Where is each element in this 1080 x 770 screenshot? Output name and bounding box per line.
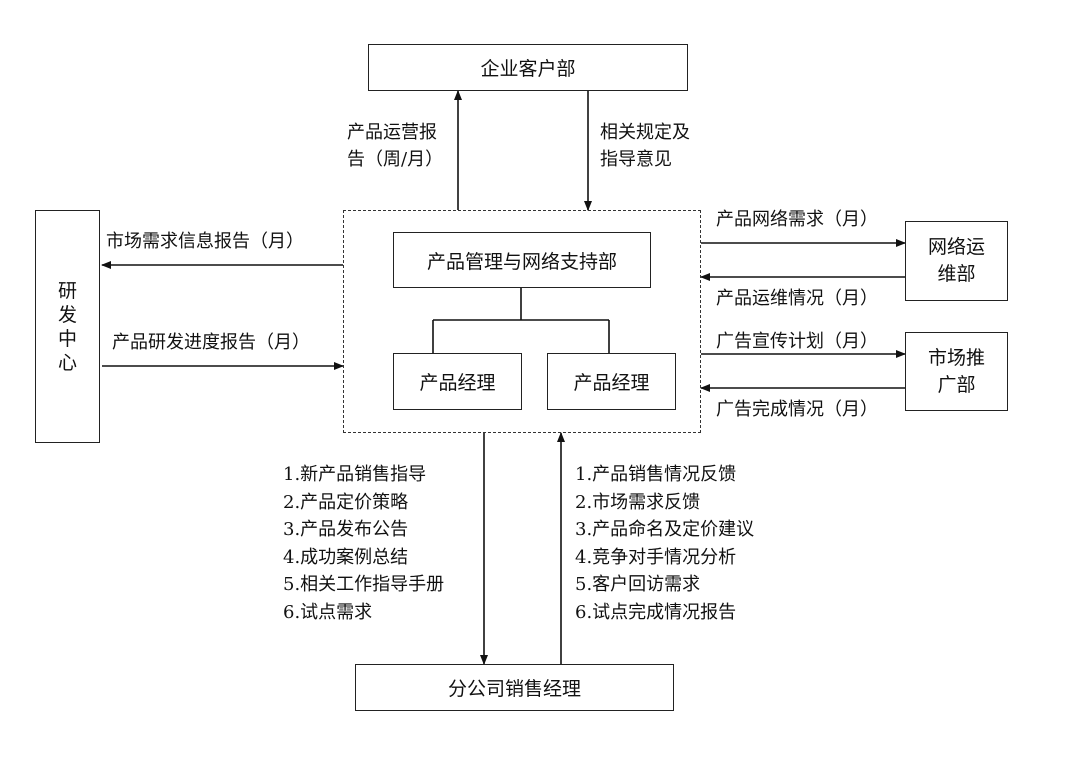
list-item: 2.产品定价策略 xyxy=(283,491,409,513)
label-net-demand: 产品网络需求（月） xyxy=(716,209,878,230)
list-to-branch: 1.新产品销售指导 2.产品定价策略 3.产品发布公告 4.成功案例总结 5.相… xyxy=(283,461,444,626)
marketing-dept-box: 市场推 广部 xyxy=(905,332,1008,411)
product-manager-right-box: 产品经理 xyxy=(547,353,676,410)
list-item: 6.试点需求 xyxy=(283,601,373,623)
label-rnd-progress: 产品研发进度报告（月） xyxy=(112,332,310,353)
branch-sales-manager-label: 分公司销售经理 xyxy=(447,678,581,700)
list-item: 1.产品销售情况反馈 xyxy=(575,464,737,485)
list-item: 2.市场需求反馈 xyxy=(575,491,701,513)
list-item: 4.成功案例总结 xyxy=(283,546,409,568)
list-item: 6.试点完成情况报告 xyxy=(575,601,737,623)
label-ad-plan: 广告宣传计划（月） xyxy=(716,331,878,352)
product-dept-group-boundary xyxy=(343,210,701,433)
rnd-center-box: 研 发 中 心 xyxy=(35,210,100,443)
rnd-center-char: 中 xyxy=(57,327,77,350)
list-item: 3.产品发布公告 xyxy=(283,519,409,540)
branch-sales-manager-box: 分公司销售经理 xyxy=(355,664,674,711)
network-ops-dept-line: 网络运 xyxy=(927,236,985,258)
product-manager-left-box: 产品经理 xyxy=(393,353,522,410)
rnd-center-char: 心 xyxy=(57,351,77,374)
network-ops-dept-box: 网络运 维部 xyxy=(905,221,1008,301)
product-mgmt-network-dept-box: 产品管理与网络支持部 xyxy=(393,232,651,288)
product-manager-left-label: 产品经理 xyxy=(419,372,496,394)
label-ops-status: 产品运维情况（月） xyxy=(716,288,878,309)
enterprise-client-dept-box: 企业客户部 xyxy=(368,44,688,91)
marketing-dept-line: 市场推 xyxy=(927,346,985,369)
list-item: 3.产品命名及定价建议 xyxy=(575,519,755,540)
list-item: 1.新产品销售指导 xyxy=(283,464,427,485)
product-mgmt-network-dept-label: 产品管理与网络支持部 xyxy=(426,250,617,273)
label-report-up-line2: 告（周/月） xyxy=(347,149,444,170)
label-rules-down-line1: 相关规定及 xyxy=(600,122,690,143)
list-item: 4.竞争对手情况分析 xyxy=(575,546,737,568)
enterprise-client-dept-label: 企业客户部 xyxy=(480,58,576,80)
label-report-up-line1: 产品运营报 xyxy=(347,122,437,143)
tree-connector xyxy=(432,288,610,353)
network-ops-dept-line: 维部 xyxy=(937,263,976,285)
rnd-center-char: 研 xyxy=(57,279,77,302)
rnd-center-char: 发 xyxy=(57,303,77,326)
marketing-dept-line: 广部 xyxy=(937,373,976,396)
label-rules-down-line2: 指导意见 xyxy=(600,149,672,170)
list-item: 5.相关工作指导手册 xyxy=(283,574,445,595)
label-ad-done: 广告完成情况（月） xyxy=(716,399,878,420)
list-item: 5.客户回访需求 xyxy=(575,574,701,595)
product-manager-right-label: 产品经理 xyxy=(573,372,650,394)
list-from-branch: 1.产品销售情况反馈 2.市场需求反馈 3.产品命名及定价建议 4.竞争对手情况… xyxy=(575,461,754,626)
label-market-demand: 市场需求信息报告（月） xyxy=(106,231,304,252)
